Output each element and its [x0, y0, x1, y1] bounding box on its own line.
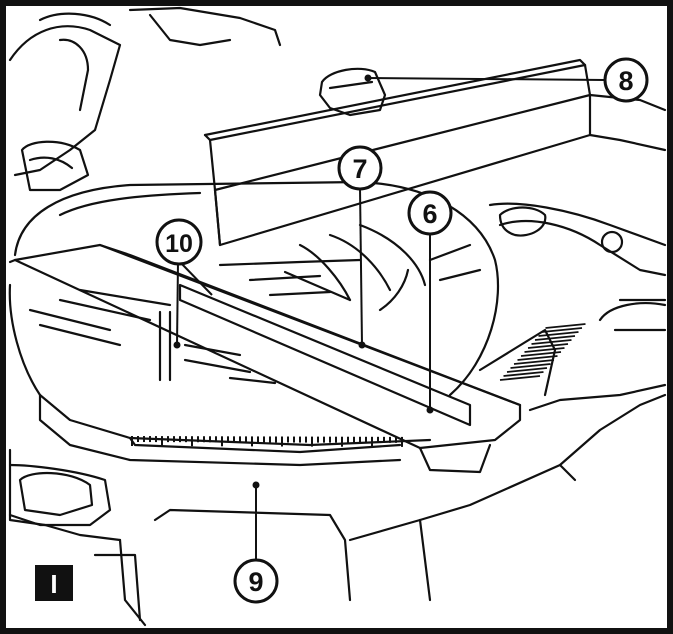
leader-10a	[176, 261, 179, 346]
leader-8	[367, 77, 606, 81]
bevel-tick	[499, 375, 541, 381]
callout-10-label: 10	[165, 230, 193, 258]
leader-7	[359, 187, 363, 346]
leader-dots	[173, 74, 434, 489]
callout-8: 8	[603, 57, 649, 103]
leader-10b	[179, 261, 213, 296]
bevel-tick	[510, 363, 551, 369]
callout-6-label: 6	[422, 199, 437, 229]
bevel-scale-ticks	[499, 323, 586, 381]
bevel-tick	[534, 335, 576, 341]
motor-housing	[8, 25, 122, 177]
bevel-tick	[545, 323, 586, 329]
bevel-tick	[520, 351, 562, 357]
bevel-tick	[541, 327, 583, 333]
callout-10: 10	[155, 218, 203, 266]
bevel-tick	[513, 359, 555, 365]
bevel-tick	[517, 355, 558, 361]
leader-lines	[176, 77, 606, 560]
bevel-tick	[527, 343, 569, 349]
miter-scale-ticks	[131, 436, 403, 447]
callout-9: 9	[233, 558, 279, 604]
bevel-tick	[503, 371, 544, 377]
callout-7: 7	[337, 145, 383, 191]
bevel-tick	[538, 331, 579, 337]
callout-7-label: 7	[352, 154, 367, 184]
callout-9-label: 9	[248, 567, 263, 597]
figure-label-box: I	[35, 565, 73, 601]
figure-label: I	[50, 569, 57, 599]
clamp-knob	[318, 67, 387, 117]
saw-drawing	[8, 6, 667, 627]
bevel-tick	[531, 339, 572, 345]
bevel-tick	[506, 367, 548, 373]
bevel-tick	[524, 347, 565, 353]
callout-6: 6	[407, 190, 453, 236]
callout-8-label: 8	[618, 66, 633, 96]
